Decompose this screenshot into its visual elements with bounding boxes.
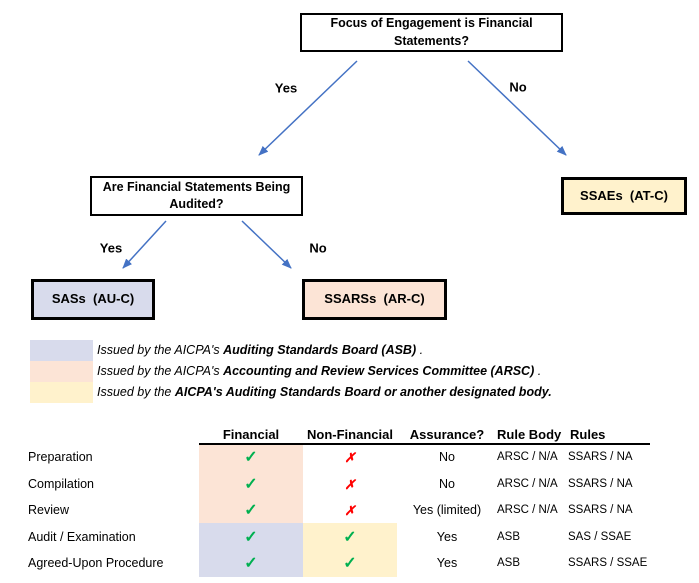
legend-text: . [416,343,424,357]
legend-text-bold: Auditing Standards Board (ASB) [223,343,417,357]
x-icon: ✗ [344,450,356,465]
arrow-root-yes [258,60,358,156]
branch-label-audited-no: No [309,240,327,256]
assurance-value: Yes [436,556,458,570]
financial-pink-block [199,445,303,523]
check-icon: ✓ [244,502,258,519]
check-icon: ✓ [343,555,357,572]
check-icon: ✓ [343,529,357,546]
financial-blue-block [199,523,303,577]
rules-value: SSARS / SSAE [568,557,648,569]
rule-body-value: ARSC / N/A [497,451,558,463]
col-header-financial: Financial [222,427,280,442]
arrow-root-no [467,60,567,156]
branch-label-root-yes: Yes [274,80,298,96]
legend-text: Issued by the [97,385,175,399]
rules-value: SSARS / NA [568,504,633,516]
col-header-non-financial: Non-Financial [307,427,393,442]
table-row: Agreed-Upon Procedure ✓ ✓ Yes ASB SSARS … [0,550,699,577]
legend-swatch-asb [30,340,93,361]
col-header-rule-body: Rule Body [497,427,562,442]
table-row: Audit / Examination ✓ ✓ Yes ASB SAS / SS… [0,524,699,551]
table-row: Preparation ✓ ✗ No ARSC / N/A SSARS / NA [0,444,699,471]
header-underline [199,443,650,445]
legend-text: Issued by the AICPA's [97,343,224,357]
row-label: Compilation [28,477,95,491]
table-row: Review ✓ ✗ Yes (limited) ARSC / N/A SSAR… [0,497,699,524]
sass-box: SASs (AU-C) [31,279,155,320]
branch-label-audited-yes: Yes [99,240,123,256]
audited-question-box: Are Financial Statements Being Audited? [90,176,303,216]
col-header-rules: Rules [570,427,606,442]
assurance-value: No [439,477,455,491]
row-label: Audit / Examination [28,530,136,544]
ssarss-label: SSARSs (AR-C) [324,291,425,307]
x-icon: ✗ [344,477,356,492]
ssaes-label: SSAEs (AT-C) [580,187,668,203]
row-label: Agreed-Upon Procedure [28,556,164,570]
rules-value: SAS / SSAE [568,531,632,543]
legend-text: . [534,364,542,378]
audited-question-label: Are Financial Statements Being Audited? [102,179,291,212]
legend-swatch-arsc [30,361,93,382]
rule-body-value: ASB [497,531,521,543]
arrow-audited-no [241,220,292,269]
nonfinancial-yellow-block [303,523,397,577]
col-header-assurance: Assurance? [409,427,485,442]
rule-body-value: ARSC / N/A [497,478,558,490]
branch-label-root-no: No [509,79,527,95]
legend-text-bold: Accounting and Review Services Committee… [223,364,535,378]
ssaes-box: SSAEs (AT-C) [561,177,687,215]
rule-body-value: ASB [497,557,521,569]
row-label: Review [28,503,69,517]
root-question-label: Focus of Engagement is Financial Stateme… [330,16,533,48]
rule-body-value: ARSC / N/A [497,504,558,516]
legend-text-asb: Issued by the AICPA's Auditing Standards… [97,340,423,361]
rules-value: SSARS / NA [568,478,633,490]
row-label: Preparation [28,450,93,464]
assurance-value: No [439,450,455,464]
table-row: Compilation ✓ ✗ No ARSC / N/A SSARS / NA [0,471,699,498]
x-icon: ✗ [344,503,356,518]
check-icon: ✓ [244,529,258,546]
check-icon: ✓ [244,476,258,493]
check-icon: ✓ [244,449,258,466]
sass-label: SASs (AU-C) [51,291,135,307]
legend-text-designated-body: Issued by the AICPA's Auditing Standards… [97,382,552,403]
ssarss-box: SSARSs (AR-C) [302,279,447,320]
legend-swatch-designated-body [30,382,93,403]
arrow-audited-yes [122,220,167,269]
assurance-value: Yes [436,530,458,544]
assurance-value: Yes (limited) [412,503,482,517]
root-question-box: Focus of Engagement is Financial Stateme… [300,13,563,52]
legend-text-bold: AICPA's Auditing Standards Board or anot… [174,385,552,399]
rules-value: SSARS / NA [568,451,633,463]
legend-text: Issued by the AICPA's [97,364,224,378]
check-icon: ✓ [244,555,258,572]
legend-text-arsc: Issued by the AICPA's Accounting and Rev… [97,361,541,382]
